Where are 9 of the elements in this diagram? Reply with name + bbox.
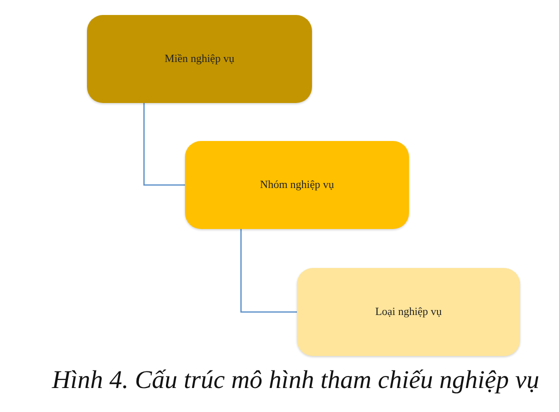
process-box: [185, 141, 409, 229]
process-box: [87, 15, 312, 103]
box-label: Loại nghiệp vụ: [375, 306, 442, 318]
connector-line: [240, 229, 297, 313]
process-box: [297, 268, 520, 356]
figure-caption: Hình 4. Cấu trúc mô hình tham chiếu nghiệp vụ: [52, 365, 540, 395]
connector-line: [143, 103, 185, 186]
box-label: Nhóm nghiệp vụ: [260, 179, 334, 191]
box-label: Miền nghiệp vụ: [164, 53, 234, 65]
